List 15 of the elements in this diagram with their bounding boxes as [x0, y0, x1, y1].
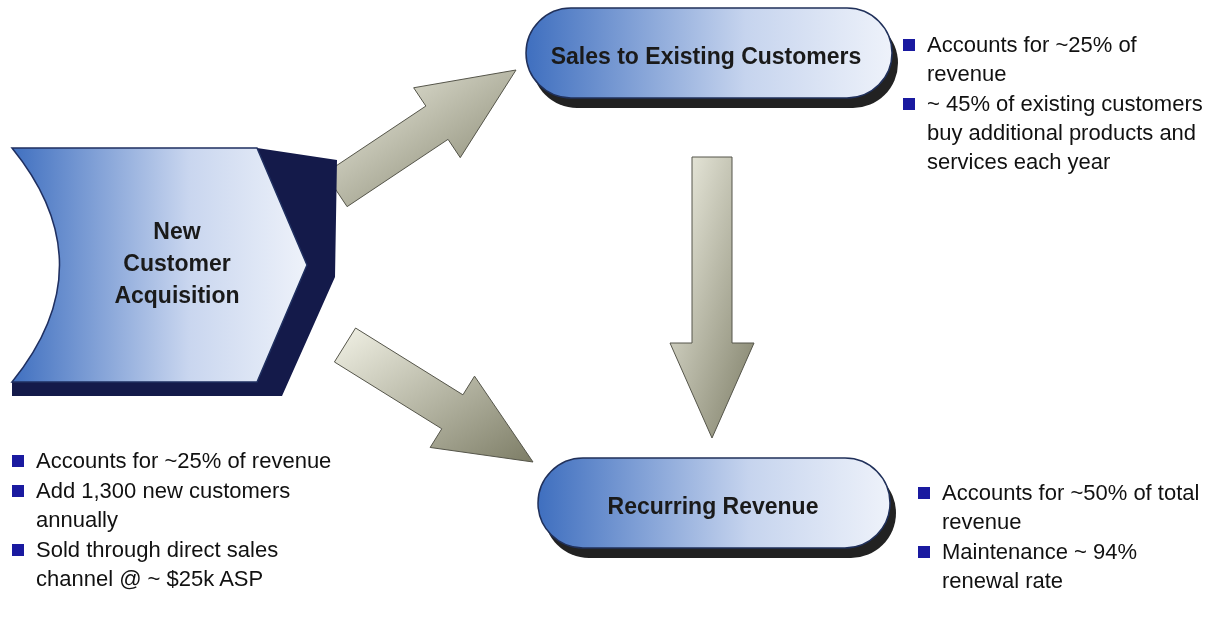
node-label: New Customer Acquisition — [113, 216, 241, 311]
block-arrow — [669, 156, 755, 439]
process-chevron — [12, 148, 337, 396]
node-label: Sales to Existing Customers — [549, 41, 863, 71]
bullet-text: ~ 45% of existing customers buy additional products and services each year — [927, 91, 1203, 174]
block-arrow — [333, 327, 534, 463]
bullet-text: Accounts for ~25% of revenue — [36, 448, 332, 473]
bullet-text: Sold through direct sales channel @ ~ $25k ASP — [36, 537, 279, 591]
bullet-text: Accounts for ~50% of total revenue — [942, 480, 1200, 534]
bullet-text: Add 1,300 new customers annually — [36, 478, 291, 532]
bullet-text: Maintenance ~ 94% renewal rate — [942, 539, 1138, 593]
node-label: Recurring Revenue — [606, 491, 820, 521]
bullet-text: Accounts for ~25% of revenue — [927, 32, 1137, 86]
process-pill — [538, 458, 896, 558]
process-pill — [526, 8, 898, 108]
